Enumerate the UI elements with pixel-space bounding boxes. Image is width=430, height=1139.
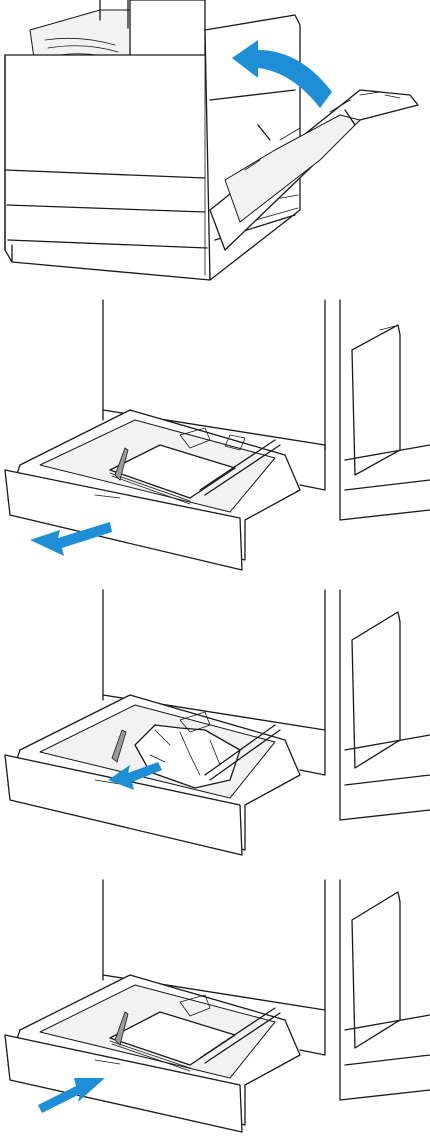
tray-open-illustration <box>0 290 430 580</box>
step-1-open-door <box>0 0 430 290</box>
printer-open-door-illustration <box>0 0 430 290</box>
step-4-close-tray <box>0 870 430 1139</box>
step-3-remove-jam <box>0 580 430 870</box>
jammed-paper-illustration <box>0 580 430 870</box>
tray-close-illustration <box>0 870 430 1139</box>
step-2-pull-tray <box>0 290 430 580</box>
